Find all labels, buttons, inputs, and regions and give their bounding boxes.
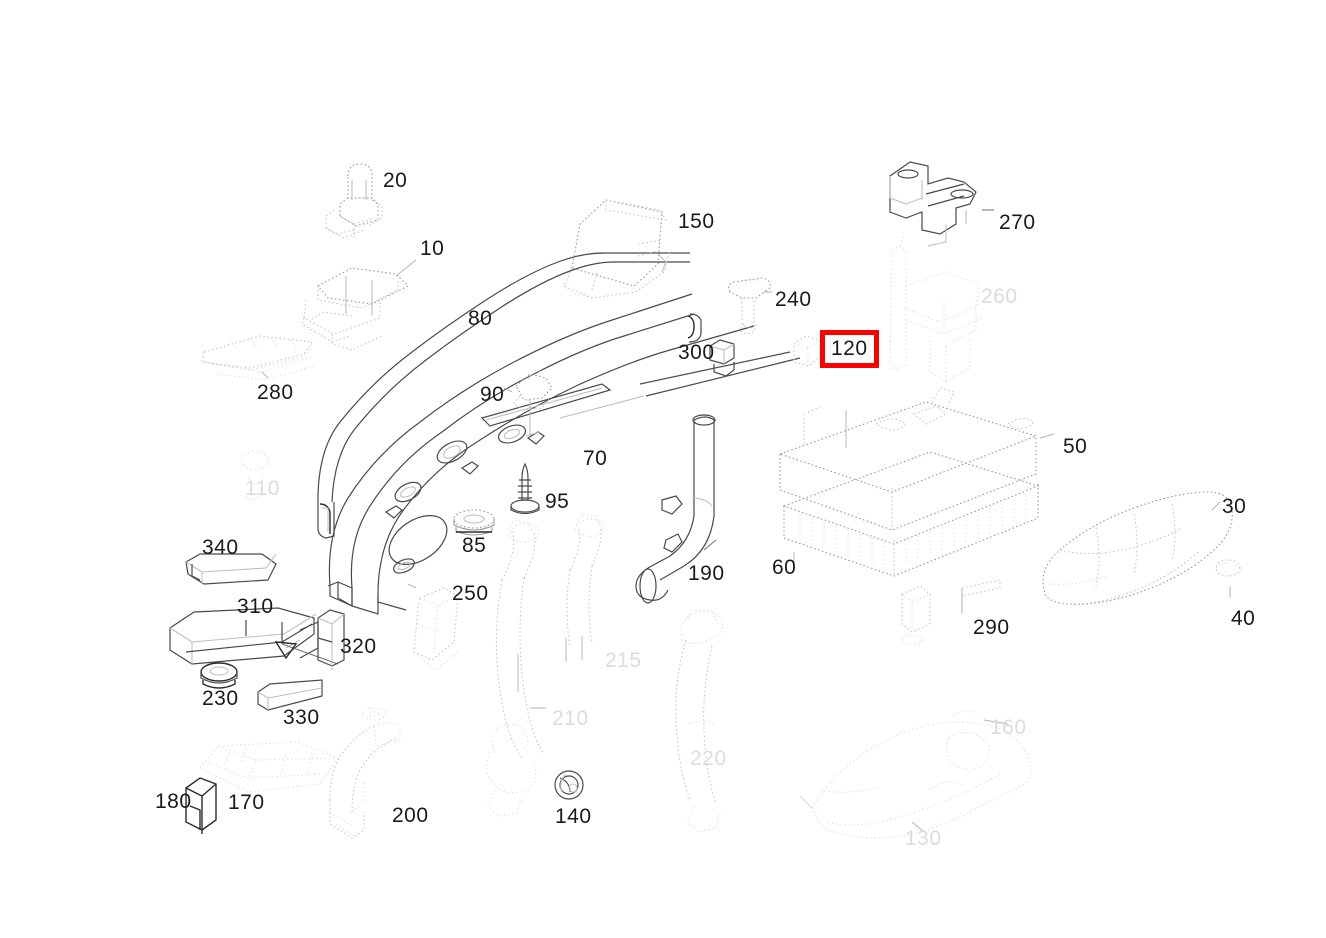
part-80-artwork <box>317 252 702 539</box>
part-290-artwork <box>901 579 1001 646</box>
callout-320: 320 <box>340 635 377 658</box>
callout-70: 70 <box>583 447 608 470</box>
callout-50: 50 <box>1063 435 1088 458</box>
callout-220: 220 <box>690 747 727 770</box>
callout-40: 40 <box>1231 607 1256 630</box>
part-210-artwork <box>486 519 546 817</box>
callout-20: 20 <box>383 169 408 192</box>
part-60-artwork <box>782 451 1040 577</box>
callout-120-highlighted: 120 <box>820 330 879 368</box>
callout-95: 95 <box>545 490 570 513</box>
callout-340: 340 <box>202 536 239 559</box>
callout-270: 270 <box>999 211 1036 234</box>
part-130-artwork <box>799 710 1032 839</box>
callout-90: 90 <box>480 383 505 406</box>
callout-130: 130 <box>905 827 942 850</box>
part-180-artwork <box>185 777 217 834</box>
part-140-artwork <box>554 770 584 800</box>
callout-230: 230 <box>202 687 239 710</box>
part-20-artwork <box>325 163 383 239</box>
part-220-artwork <box>675 609 724 833</box>
callout-80: 80 <box>468 307 493 330</box>
part-280-artwork <box>201 335 315 381</box>
part-200-artwork <box>329 722 401 839</box>
part-170-artwork <box>199 741 339 793</box>
part-70-artwork <box>327 293 801 615</box>
callout-85: 85 <box>462 534 487 557</box>
callout-140: 140 <box>555 805 592 828</box>
callout-280: 280 <box>257 381 294 404</box>
callout-210: 210 <box>552 707 589 730</box>
part-90-artwork <box>503 369 553 437</box>
part-310-artwork <box>169 607 339 665</box>
callout-190: 190 <box>688 562 725 585</box>
part-320-artwork <box>317 609 345 670</box>
part-340-artwork <box>185 553 277 585</box>
misc-small-parts <box>240 450 387 721</box>
part-215-artwork <box>565 513 605 662</box>
callout-60: 60 <box>772 556 797 579</box>
part-230-artwork <box>200 662 238 689</box>
part-260-artwork <box>889 231 983 383</box>
callout-330: 330 <box>283 706 320 729</box>
callout-150: 150 <box>678 210 715 233</box>
part-85-artwork <box>453 509 495 536</box>
callout-300: 300 <box>678 341 715 364</box>
callout-180: 180 <box>155 790 192 813</box>
part-270-artwork <box>889 161 994 247</box>
callout-215: 215 <box>605 649 642 672</box>
callout-160: 160 <box>990 716 1027 739</box>
part-300-artwork <box>709 339 735 377</box>
part-250-artwork <box>407 583 459 671</box>
part-95-artwork <box>510 462 540 515</box>
callout-110: 110 <box>245 477 280 500</box>
callout-170: 170 <box>228 791 265 814</box>
part-50-artwork <box>778 387 1055 531</box>
callout-10: 10 <box>420 237 445 260</box>
part-330-artwork <box>257 679 323 711</box>
part-10-artwork <box>301 259 417 351</box>
part-190-artwork <box>635 414 717 604</box>
callout-290: 290 <box>973 616 1010 639</box>
part-120-artwork <box>793 335 821 367</box>
callout-240: 240 <box>775 288 812 311</box>
callout-260: 260 <box>981 285 1018 308</box>
callout-250: 250 <box>452 582 489 605</box>
part-150-artwork <box>563 199 671 299</box>
part-240-artwork <box>728 277 772 335</box>
callout-310: 310 <box>237 595 274 618</box>
callout-200: 200 <box>392 804 429 827</box>
callout-30: 30 <box>1222 495 1247 518</box>
part-30-artwork <box>1042 491 1241 605</box>
